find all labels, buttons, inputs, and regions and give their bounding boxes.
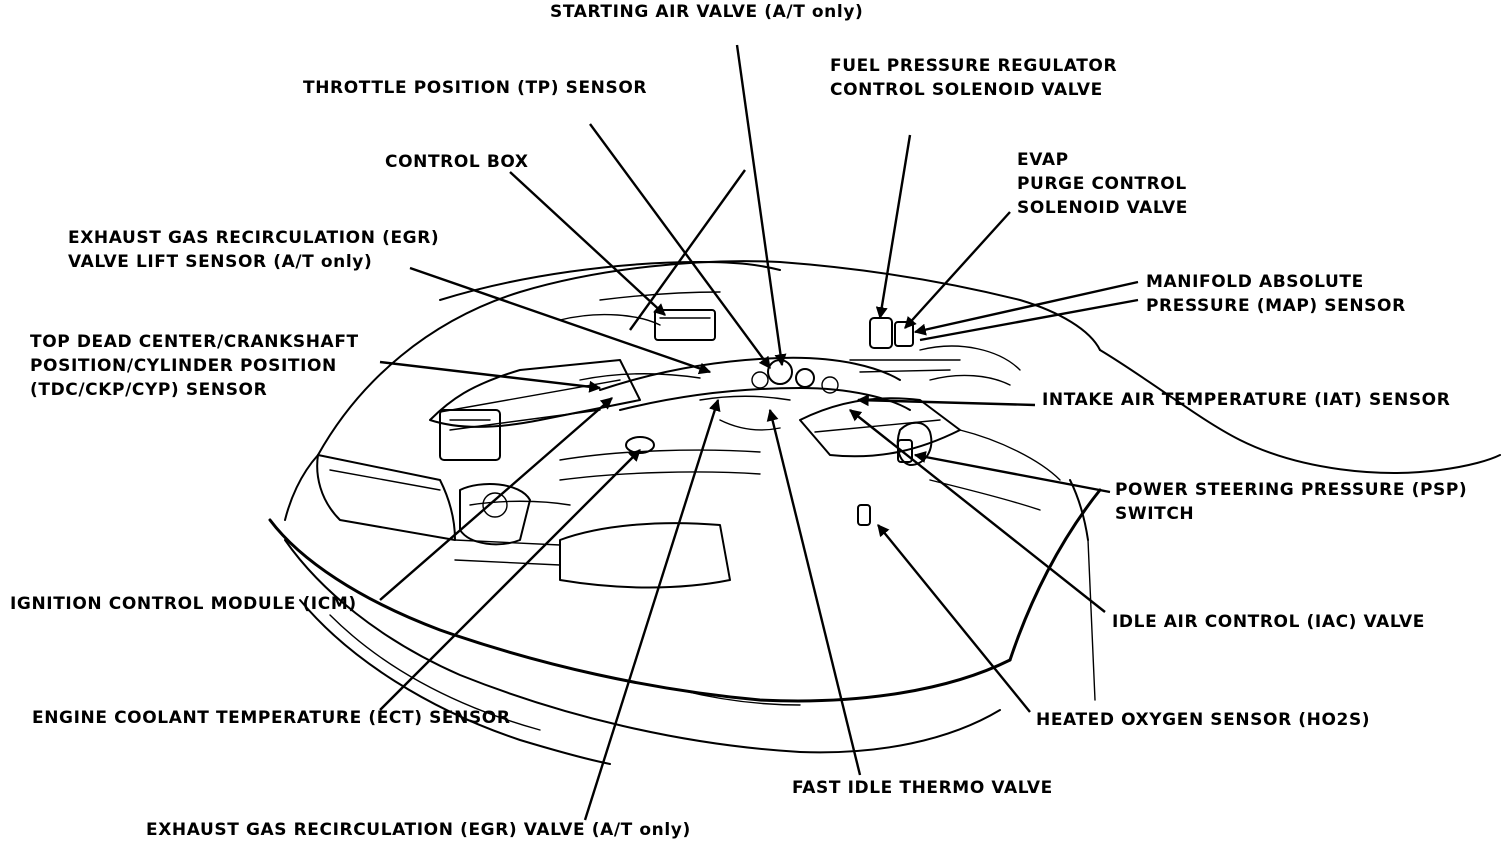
label-tdc-ckp-cyp-sensor: TOP DEAD CENTER/CRANKSHAFT POSITION/CYLI… <box>30 330 359 402</box>
label-iac-valve: IDLE AIR CONTROL (IAC) VALVE <box>1112 610 1425 634</box>
label-psp-switch: POWER STEERING PRESSURE (PSP) SWITCH <box>1115 478 1467 526</box>
label-ect-sensor: ENGINE COOLANT TEMPERATURE (ECT) SENSOR <box>32 706 511 730</box>
label-evap-purge-control: EVAP PURGE CONTROL SOLENOID VALVE <box>1017 148 1188 220</box>
label-fuel-pressure-regulator: FUEL PRESSURE REGULATOR CONTROL SOLENOID… <box>830 54 1117 102</box>
engine-components <box>430 310 1060 544</box>
label-egr-valve-lift-sensor: EXHAUST GAS RECIRCULATION (EGR) VALVE LI… <box>68 226 439 274</box>
label-egr-valve: EXHAUST GAS RECIRCULATION (EGR) VALVE (A… <box>146 818 691 842</box>
label-ignition-control-module: IGNITION CONTROL MODULE (ICM) <box>10 592 357 616</box>
label-throttle-position-sensor: THROTTLE POSITION (TP) SENSOR <box>303 76 647 100</box>
label-heated-oxygen-sensor: HEATED OXYGEN SENSOR (HO2S) <box>1036 708 1370 732</box>
label-control-box: CONTROL BOX <box>385 150 529 174</box>
label-map-sensor: MANIFOLD ABSOLUTE PRESSURE (MAP) SENSOR <box>1146 270 1406 318</box>
label-iat-sensor: INTAKE AIR TEMPERATURE (IAT) SENSOR <box>1042 388 1450 412</box>
label-starting-air-valve: STARTING AIR VALVE (A/T only) <box>550 0 863 24</box>
label-fast-idle-thermo-valve: FAST IDLE THERMO VALVE <box>792 776 1053 800</box>
